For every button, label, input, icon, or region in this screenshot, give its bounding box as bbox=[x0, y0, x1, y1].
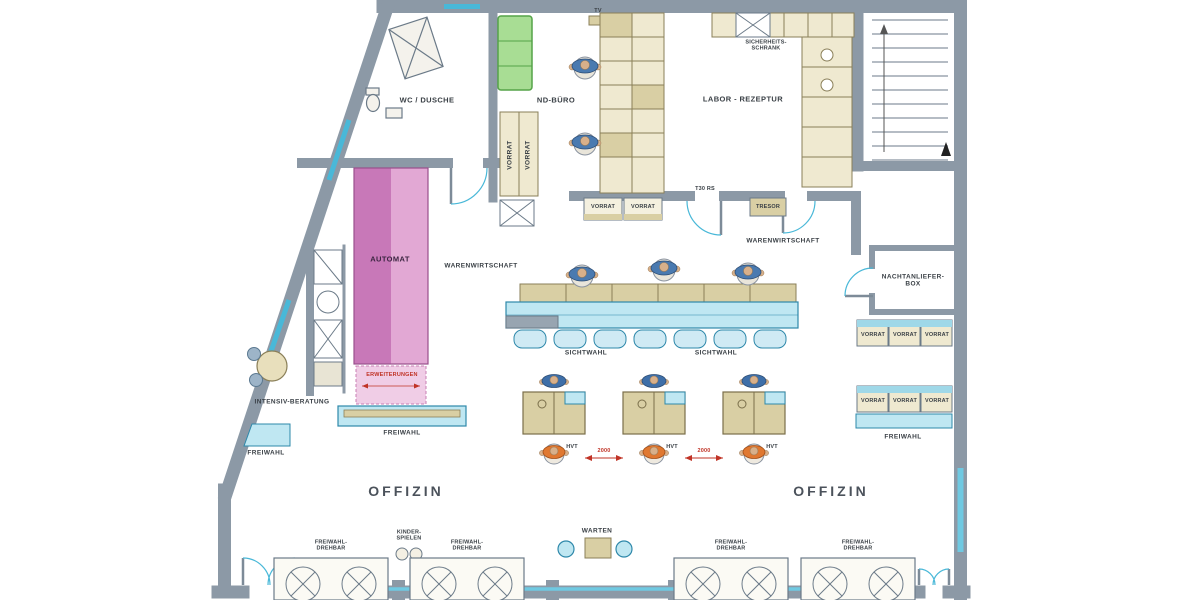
customer-figure bbox=[738, 443, 770, 465]
hv-desks bbox=[522, 374, 786, 465]
chair-icon bbox=[249, 373, 263, 387]
label-vorrat: VORRAT bbox=[924, 398, 950, 404]
label-tv: TV bbox=[594, 8, 602, 14]
label-tresor: TRESOR bbox=[755, 204, 781, 210]
label-freiwahl-drehbar: FREIWAHL-DREHBAR bbox=[714, 539, 748, 552]
label-vorrat: VORRAT bbox=[506, 140, 514, 170]
staff-figure bbox=[647, 258, 681, 282]
label-hvt: HVT bbox=[666, 444, 678, 450]
lab-counter bbox=[801, 36, 853, 188]
staff-figure bbox=[739, 374, 769, 388]
label-vorrat: VORRAT bbox=[630, 204, 656, 210]
hv-desk bbox=[622, 391, 686, 435]
label-automat: AUTOMAT bbox=[370, 254, 410, 264]
freiwahl-shelf-mid bbox=[337, 405, 467, 427]
label-freiwahl: FREIWAHL bbox=[884, 433, 922, 441]
lab-sink-icon bbox=[820, 78, 834, 92]
label-dimension-2000: 2000 bbox=[597, 448, 611, 454]
staff-figure bbox=[539, 374, 569, 388]
label-hvt: HVT bbox=[566, 444, 578, 450]
drehbar-unit bbox=[673, 557, 789, 600]
label-t30-rs: T30 RS bbox=[695, 186, 715, 192]
waiting-table bbox=[584, 537, 612, 559]
staircase bbox=[872, 19, 951, 161]
windows bbox=[265, 4, 964, 591]
drehbar-unit bbox=[800, 557, 916, 600]
round-table bbox=[256, 350, 288, 382]
sichtwahl-counter bbox=[505, 258, 799, 349]
staff-figure bbox=[731, 262, 765, 286]
tresor-box bbox=[749, 197, 787, 217]
label-warenwirtschaft: WARENWIRTSCHAFT bbox=[444, 262, 518, 270]
dimension-lines bbox=[585, 455, 723, 461]
freiwahl-shelf bbox=[855, 413, 953, 429]
stool-icon bbox=[615, 540, 633, 558]
label-vorrat: VORRAT bbox=[892, 332, 918, 338]
label-labor-rezeptur: LABOR - REZEPTUR bbox=[702, 94, 784, 104]
interior-walls bbox=[297, 0, 961, 600]
drehbar-unit bbox=[273, 557, 389, 600]
consultation-corner bbox=[243, 347, 291, 447]
toilet-icon bbox=[365, 93, 381, 113]
label-sicherheits-schrank: SICHERHEITS-SCHRANK bbox=[745, 39, 787, 52]
label-freiwahl-drehbar: FREIWAHL-DREHBAR bbox=[314, 539, 348, 552]
waiting-area bbox=[395, 537, 633, 561]
label-wc-dusche: WC / DUSCHE bbox=[399, 95, 455, 105]
label-erweiterungen: ERWEITERUNGEN bbox=[366, 372, 418, 378]
staff-figure bbox=[568, 56, 602, 80]
label-warten: WARTEN bbox=[581, 527, 613, 535]
right-storage bbox=[855, 319, 953, 429]
label-freiwahl-drehbar: FREIWAHL-DREHBAR bbox=[841, 539, 875, 552]
sink-icon bbox=[385, 107, 403, 119]
label-nachtanliefer-box: NACHTANLIEFER-BOX bbox=[881, 273, 945, 288]
drehbar-unit bbox=[409, 557, 525, 600]
wc-fixtures bbox=[365, 16, 444, 119]
label-vorrat: VORRAT bbox=[590, 204, 616, 210]
doors bbox=[241, 167, 951, 586]
label-freiwahl: FREIWAHL bbox=[383, 429, 421, 437]
stool-icon bbox=[557, 540, 575, 558]
freiwahl-shelf bbox=[243, 423, 291, 447]
hv-desk bbox=[522, 391, 586, 435]
label-vorrat: VORRAT bbox=[860, 332, 886, 338]
label-offizin-right: OFFIZIN bbox=[793, 483, 869, 499]
sofa bbox=[497, 15, 533, 91]
lab-furniture bbox=[583, 12, 855, 221]
chair-icon bbox=[247, 347, 261, 361]
boiler-icon bbox=[316, 290, 340, 314]
customer-figure bbox=[538, 443, 570, 465]
label-kinder-spielen: KINDER-SPIELEN bbox=[396, 529, 422, 542]
office-furniture bbox=[497, 12, 665, 227]
label-nd-buero: ND-BÜRO bbox=[536, 95, 576, 105]
staff-figure bbox=[639, 374, 669, 388]
label-warenwirtschaft: WARENWIRTSCHAFT bbox=[746, 237, 820, 245]
rotating-displays bbox=[273, 557, 916, 600]
technical-shaft bbox=[313, 249, 343, 387]
label-vorrat: VORRAT bbox=[892, 398, 918, 404]
automat-unit bbox=[353, 167, 429, 405]
customer-figure bbox=[638, 443, 670, 465]
staff-figure bbox=[568, 132, 602, 156]
lab-sink-icon bbox=[820, 48, 834, 62]
kids-stool-icon bbox=[395, 547, 409, 561]
label-vorrat: VORRAT bbox=[524, 140, 532, 170]
label-offizin-left: OFFIZIN bbox=[368, 483, 444, 499]
label-freiwahl-drehbar: FREIWAHL-DREHBAR bbox=[450, 539, 484, 552]
label-vorrat: VORRAT bbox=[924, 332, 950, 338]
shower-tray bbox=[388, 16, 444, 80]
label-vorrat: VORRAT bbox=[860, 398, 886, 404]
label-intensiv-beratung: INTENSIV-BERATUNG bbox=[254, 398, 330, 406]
label-freiwahl: FREIWAHL bbox=[247, 449, 285, 457]
label-dimension-2000: 2000 bbox=[697, 448, 711, 454]
label-hvt: HVT bbox=[766, 444, 778, 450]
label-sichtwahl: SICHTWAHL bbox=[694, 349, 738, 357]
hv-desk bbox=[722, 391, 786, 435]
label-sichtwahl: SICHTWAHL bbox=[564, 349, 608, 357]
